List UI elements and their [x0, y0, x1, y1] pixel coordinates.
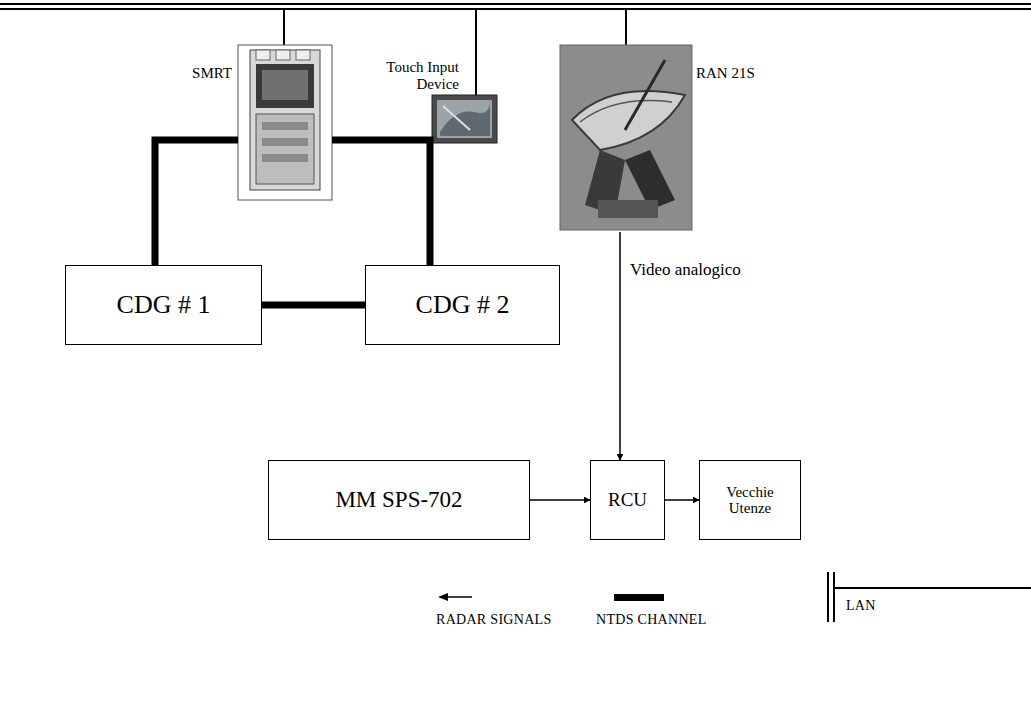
box-label: CDG # 2 [412, 291, 514, 320]
radar-node: RAN 21S [560, 45, 692, 230]
touch-device-picture [432, 95, 497, 143]
box-label: Vecchie Utenze [700, 484, 800, 517]
touch-device-node: Touch Input Device [432, 95, 497, 143]
lan-sample [828, 572, 1031, 622]
smrt-picture [238, 45, 332, 200]
device-label: SMRT [192, 65, 232, 82]
legend-label: NTDS CHANNEL [596, 612, 707, 628]
radar-picture [560, 45, 692, 230]
device-label: Touch Input Device [349, 59, 459, 92]
box-label: CDG # 1 [113, 291, 215, 320]
process-box: MM SPS-702 [268, 460, 530, 540]
legend-label: LAN [846, 598, 876, 614]
radar-signal [619, 232, 621, 460]
box-label: RCU [604, 490, 651, 511]
smrt-node: SMRT [238, 45, 332, 200]
radar-signal [665, 499, 699, 501]
process-box: CDG # 1 [65, 265, 262, 345]
radar-signal [530, 499, 590, 501]
process-box: RCU [590, 460, 665, 540]
ntds-channel [262, 302, 365, 309]
lan-bus [0, 4, 1031, 95]
ntds-channel [155, 140, 238, 265]
legend-label: RADAR SIGNALS [436, 612, 552, 628]
process-box: CDG # 2 [365, 265, 560, 345]
radar-sample [446, 596, 472, 598]
ntds-channel [332, 140, 430, 265]
device-label: RAN 21S [696, 65, 755, 82]
radar-sample-head [438, 593, 448, 601]
edge-label: Video analogico [628, 260, 743, 280]
process-box: Vecchie Utenze [699, 460, 801, 540]
ntds-sample [614, 594, 664, 601]
box-label: MM SPS-702 [331, 487, 466, 512]
